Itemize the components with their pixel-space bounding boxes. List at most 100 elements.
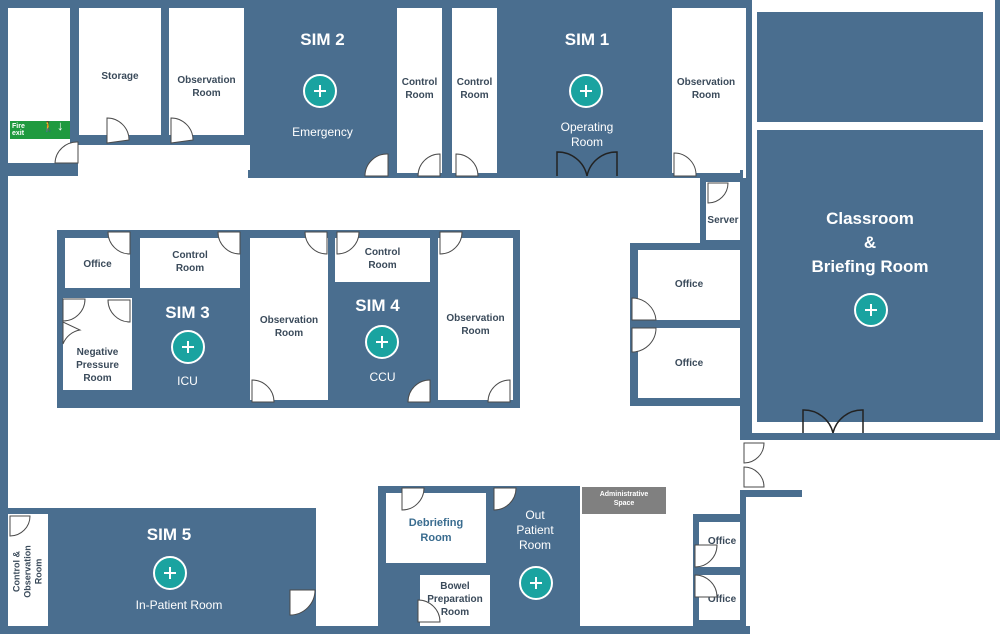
fire-exit-line2: exit	[12, 130, 25, 137]
room-observation-sim3	[250, 238, 328, 400]
room-observation-sim1	[672, 8, 740, 173]
classroom-marker[interactable]	[854, 293, 888, 327]
label-observation-sim4: Observation Room	[446, 313, 505, 337]
room-classroom-upper	[757, 12, 983, 122]
wall-classroom-right	[995, 0, 1000, 440]
door-classroom-double-right	[832, 409, 864, 434]
door-negative-pressure-1	[62, 298, 86, 322]
wall-classroom-bottom	[740, 433, 1000, 440]
sim5-subtitle: In-Patient Room	[135, 598, 223, 612]
sim1-title: SIM 1	[564, 30, 610, 49]
door-sim3	[251, 379, 275, 403]
door-office-bottom-1	[694, 544, 718, 568]
sim2-marker[interactable]	[303, 74, 337, 108]
door-negative-pressure-2	[107, 299, 131, 323]
outer-wall-left	[0, 0, 8, 634]
room-office-right-1	[638, 250, 740, 320]
room-outpatient	[494, 486, 580, 626]
fire-exit-line1: Fire	[12, 123, 25, 130]
admin-space: Administrative Space	[582, 487, 666, 514]
running-person-icon: 🚶	[42, 122, 55, 133]
label-bowel-prep: Bowel Preparation Room	[427, 581, 483, 618]
sim1-marker[interactable]	[569, 74, 603, 108]
door-negative-pressure-3	[62, 321, 82, 345]
classroom-title: Classroom & Briefing Room	[811, 209, 929, 276]
corridor-wall-right-lower	[740, 490, 802, 497]
door-control-obs-sim5	[9, 515, 31, 537]
door-obs-sim4	[439, 231, 463, 255]
door-sim5	[289, 589, 316, 616]
label-office-left: Office	[83, 259, 112, 270]
label-server: Server	[707, 215, 739, 226]
outer-wall-top	[0, 0, 752, 8]
label-storage: Storage	[101, 71, 139, 82]
door-bowel-prep	[417, 599, 441, 623]
outer-wall-bottom	[0, 626, 750, 634]
door-obs-sim4-bottom	[487, 379, 511, 403]
corridor-wall-upper	[0, 170, 78, 176]
door-office-left	[107, 231, 131, 255]
door-control-sim3	[217, 231, 241, 255]
label-office-bottom-2: Office	[707, 594, 737, 605]
sim3-subtitle: ICU	[177, 374, 198, 388]
label-observation-sim3: Observation Room	[259, 315, 319, 339]
door-outpatient	[493, 487, 517, 511]
room-storage	[79, 8, 161, 135]
door-server	[707, 182, 729, 204]
sim4-title: SIM 4	[355, 296, 400, 315]
label-office-right-1: Office	[674, 279, 704, 290]
door-corridor-right-2	[743, 466, 765, 488]
door-corridor-right-1	[743, 442, 765, 464]
door-classroom-double-left	[802, 409, 834, 434]
label-debriefing: Debriefing Room	[408, 517, 464, 544]
room-observation-sim4	[438, 238, 513, 400]
room-classroom	[757, 130, 983, 422]
door-office-bottom-2	[694, 574, 718, 598]
room-control-sim1	[452, 8, 497, 173]
door-control-sim4	[336, 231, 360, 255]
room-control-sim2	[397, 8, 442, 173]
door-office-right-2	[631, 327, 657, 353]
door-debriefing	[401, 487, 425, 511]
sim2-subtitle: Emergency	[292, 125, 353, 139]
sim2-title: SIM 2	[300, 30, 345, 49]
sim5-marker[interactable]	[153, 556, 187, 590]
room-observation-1	[169, 8, 244, 135]
door-observation-1	[170, 117, 194, 144]
sim3-marker[interactable]	[171, 330, 205, 364]
arrow-down-icon: ↓	[57, 118, 64, 133]
outpatient-marker[interactable]	[519, 566, 553, 600]
door-obs-sim3	[304, 231, 328, 255]
door-sim2	[364, 153, 389, 177]
door-sim1-double-right	[586, 151, 618, 177]
label-control-sim4: Control Room	[364, 247, 401, 271]
label-control-sim2: Control Room	[401, 77, 438, 101]
door-office-right-1	[631, 297, 657, 321]
label-office-bottom-1: Office	[707, 536, 737, 547]
door-sim4	[407, 379, 431, 403]
sim4-marker[interactable]	[365, 325, 399, 359]
sim1-subtitle: Operating Room	[560, 120, 614, 149]
label-observation-sim1: Observation Room	[676, 77, 736, 101]
label-control-sim3: Control Room	[172, 250, 208, 274]
sim4-subtitle: CCU	[369, 370, 396, 384]
sim3-title: SIM 3	[165, 303, 210, 322]
label-observation-1: Observation Room	[177, 75, 236, 99]
outpatient-title: Out Patient Room	[516, 508, 554, 552]
door-storage	[106, 117, 130, 144]
wall-fire-exit-bottom	[8, 163, 78, 170]
door-obs-sim1	[673, 152, 697, 177]
door-sim1-double-left	[556, 151, 588, 177]
door-fire-exit	[54, 141, 79, 164]
label-control-sim1: Control Room	[456, 77, 493, 101]
sim5-title: SIM 5	[146, 525, 192, 544]
fire-exit-sign: Fire exit 🚶 ↓	[10, 118, 70, 139]
room-office-right-2	[638, 328, 740, 398]
wall-classroom-left	[746, 0, 752, 440]
door-control-sim1	[455, 153, 479, 177]
label-office-right-2: Office	[674, 358, 704, 369]
wall-below-observation-1	[70, 135, 250, 145]
label-negative-pressure: Negative Pressure Room	[76, 347, 119, 384]
